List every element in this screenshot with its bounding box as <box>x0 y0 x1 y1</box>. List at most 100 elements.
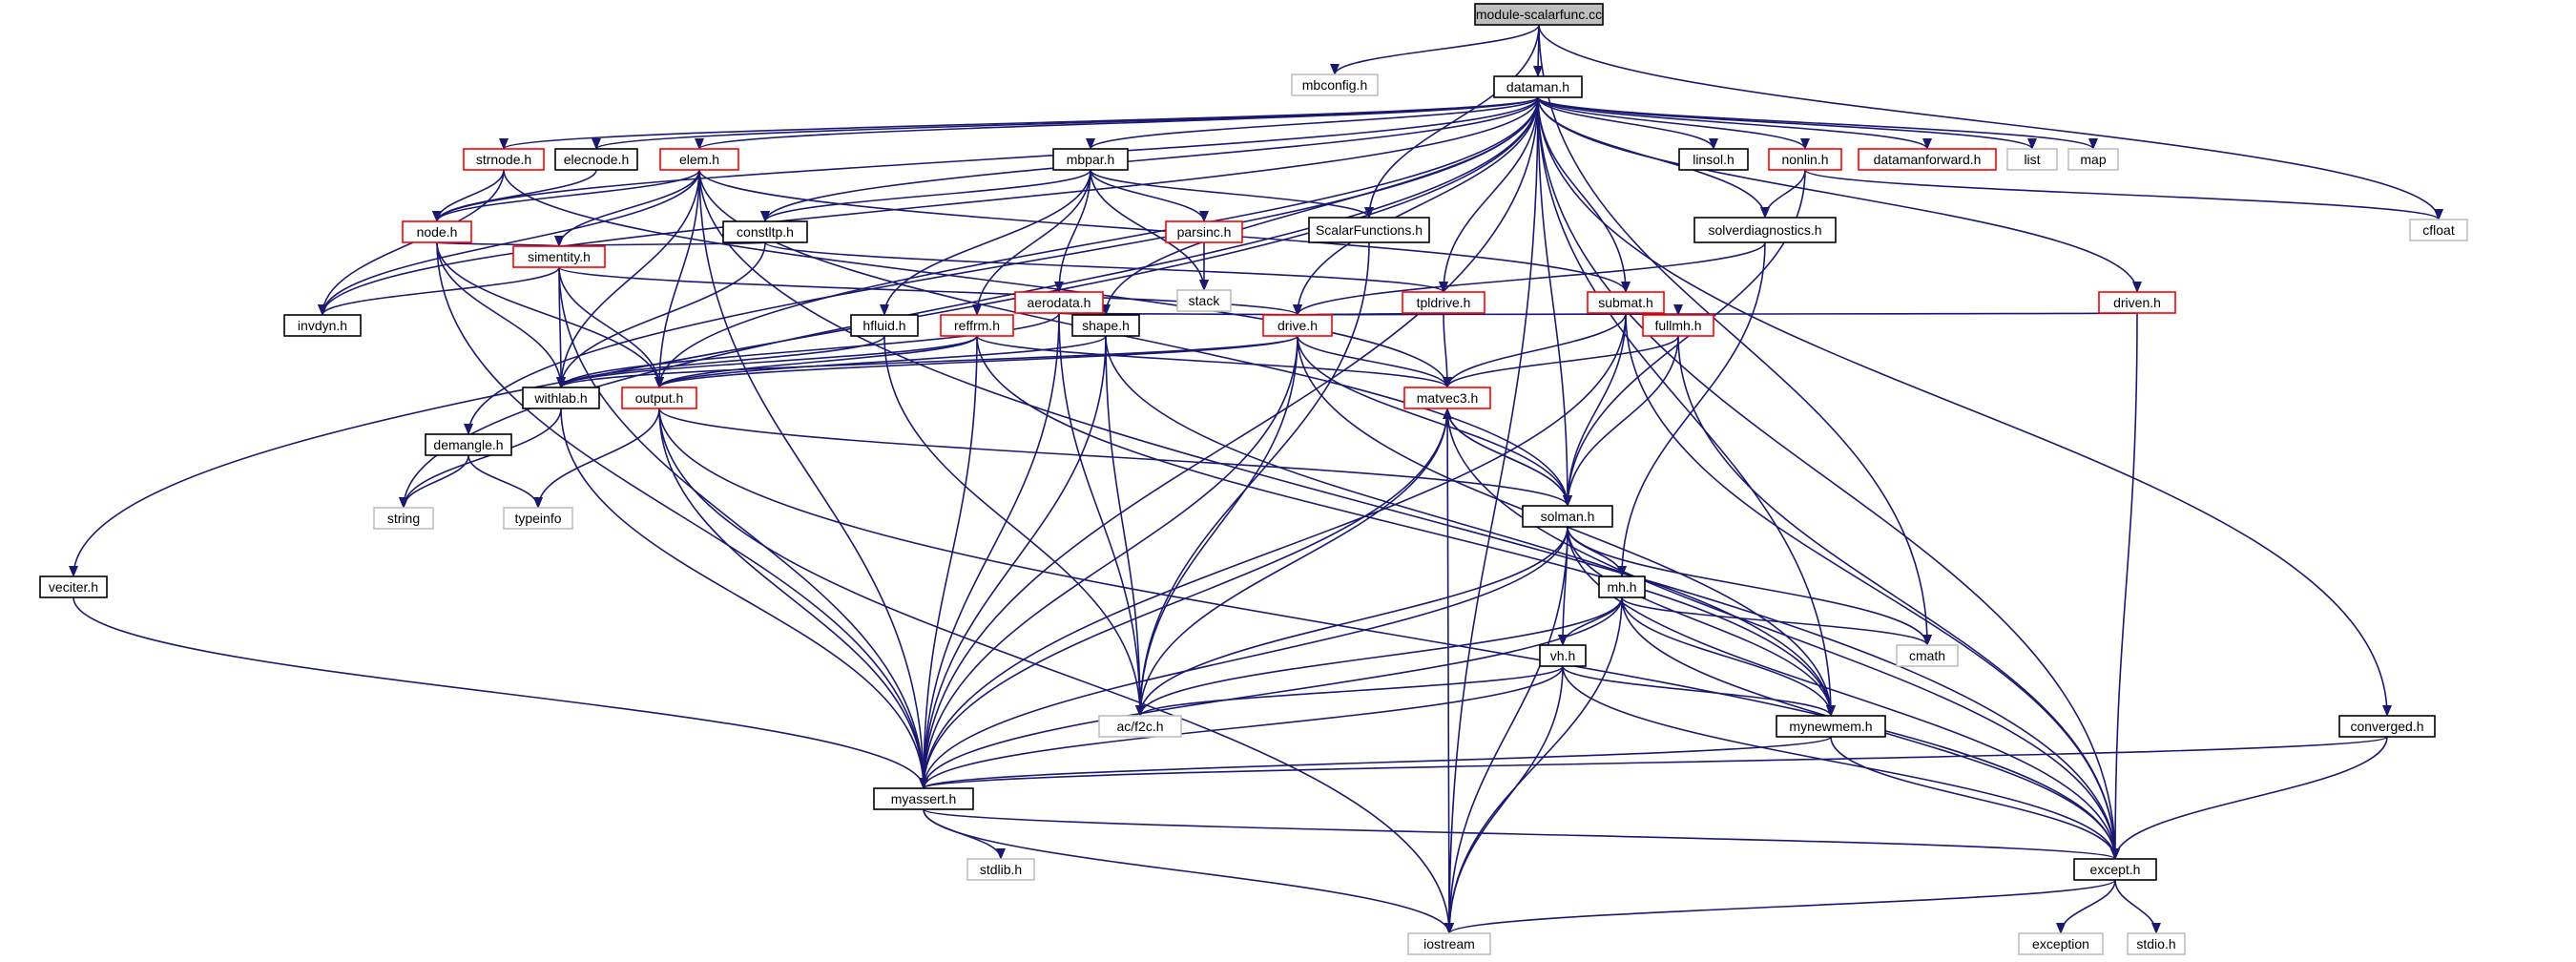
node-simentity[interactable]: simentity.h <box>512 245 606 268</box>
edge-dataman-to-veciter <box>69 96 1539 577</box>
node-label: map <box>2080 152 2106 167</box>
node-iostream: iostream <box>1407 932 1491 955</box>
node-parsinc[interactable]: parsinc.h <box>1165 220 1243 243</box>
node-elem[interactable]: elem.h <box>659 148 739 171</box>
edge-withlab-to-string <box>399 408 562 509</box>
node-list: list <box>2006 148 2058 171</box>
node-output[interactable]: output.h <box>621 387 697 409</box>
edge-shape-to-myassert <box>919 335 1107 789</box>
node-submat[interactable]: submat.h <box>1587 291 1665 314</box>
node-converged[interactable]: converged.h <box>2338 715 2436 738</box>
edge-solverdiag-to-drive <box>1293 241 1766 316</box>
node-box <box>1291 73 1379 96</box>
file-nodes: module-scalarfunc.cc mbconfig.h dataman.h s… <box>39 3 2468 955</box>
edge-dataman-to-map <box>1537 96 2098 150</box>
edge-dataman-to-converged <box>1537 96 2392 717</box>
node-shape[interactable]: shape.h <box>1071 314 1140 337</box>
node-nonlin[interactable]: nonlin.h <box>1768 148 1842 171</box>
node-box <box>1403 387 1491 409</box>
node-reffrm[interactable]: reffrm.h <box>940 314 1014 337</box>
edge-vh-to-mynewmem <box>1562 665 1836 717</box>
node-aerodata[interactable]: aerodata.h <box>1014 291 1104 314</box>
node-driven[interactable]: driven.h <box>2098 291 2176 314</box>
node-label: node.h <box>417 224 458 240</box>
node-scalarfunctions[interactable]: ScalarFunctions.h <box>1308 217 1430 243</box>
edge-strnode-to-matvec3 <box>503 169 1452 388</box>
node-label: exception <box>2032 936 2089 952</box>
node-except[interactable]: except.h <box>2073 858 2157 881</box>
node-box <box>373 507 434 530</box>
node-myassert[interactable]: myassert.h <box>873 787 974 810</box>
node-fullmh[interactable]: fullmh.h <box>1642 314 1714 337</box>
edge-elem-to-node <box>432 169 700 222</box>
edge-elem-to-output <box>654 169 700 388</box>
node-dataman[interactable]: dataman.h <box>1493 75 1583 98</box>
edge-dataman-to-list <box>1537 96 2037 150</box>
edge-dataman-to-iostream <box>1444 96 1539 934</box>
node-box <box>1098 715 1182 738</box>
node-label: veciter.h <box>49 579 98 595</box>
node-box <box>2018 932 2104 955</box>
edge-solman-to-except <box>1567 526 2120 860</box>
node-solverdiag[interactable]: solverdiagnostics.h <box>1693 217 1837 243</box>
node-box <box>940 314 1014 337</box>
node-module[interactable]: module-scalarfunc.cc <box>1474 3 1604 26</box>
node-label: except.h <box>2090 862 2141 877</box>
node-mbconfig: mbconfig.h <box>1291 73 1379 96</box>
edge-drive-to-myassert <box>919 335 1298 789</box>
node-stdio: stdio.h <box>2127 932 2186 955</box>
node-label: string <box>387 511 420 526</box>
node-box <box>39 575 108 598</box>
node-box <box>2098 291 2176 314</box>
node-tpldrive[interactable]: tpldrive.h <box>1402 291 1485 314</box>
node-node[interactable]: node.h <box>402 220 472 243</box>
edge-reffrm-to-mynewmem <box>976 335 1836 717</box>
edge-solman-to-iostream <box>1444 526 1568 934</box>
edge-drive-to-solman <box>1297 335 1572 507</box>
node-withlab[interactable]: withlab.h <box>522 387 600 409</box>
node-box <box>463 148 545 171</box>
node-mbpar[interactable]: mbpar.h <box>1052 148 1129 171</box>
node-box <box>425 433 512 456</box>
node-elecnode[interactable]: elecnode.h <box>554 148 638 171</box>
node-label: submat.h <box>1598 295 1653 310</box>
node-invdyn[interactable]: invdyn.h <box>283 314 362 337</box>
node-box <box>2338 715 2436 738</box>
node-drive[interactable]: drive.h <box>1262 314 1333 337</box>
node-box <box>522 387 600 409</box>
node-label: aerodata.h <box>1028 295 1091 310</box>
edge-elem-to-invdyn <box>318 169 700 316</box>
node-box <box>1678 148 1749 171</box>
node-box <box>1858 148 1997 171</box>
edge-elem-to-solman <box>698 169 1572 507</box>
edge-shape-to-mynewmem <box>1105 335 1836 717</box>
edge-dataman-to-except <box>1537 96 2120 860</box>
node-hfluid[interactable]: hfluid.h <box>850 314 919 337</box>
node-linsol[interactable]: linsol.h <box>1678 148 1749 171</box>
edge-myassert-to-iostream <box>923 808 1454 934</box>
node-box <box>1165 220 1243 243</box>
node-datamanforward[interactable]: datamanforward.h <box>1858 148 1997 171</box>
node-veciter[interactable]: veciter.h <box>39 575 108 598</box>
edge-solman-to-matvec3 <box>1443 408 1568 507</box>
node-mynewmem[interactable]: mynewmem.h <box>1776 715 1886 738</box>
edge-reffrm-to-output <box>654 335 978 388</box>
edge-simentity-to-drive <box>558 266 1302 316</box>
edge-output-to-typeinfo <box>533 408 660 509</box>
node-matvec3[interactable]: matvec3.h <box>1403 387 1491 409</box>
node-label: elem.h <box>679 152 719 167</box>
edge-mbpar-to-constltp <box>760 169 1091 222</box>
node-constltp[interactable]: constltp.h <box>722 220 808 243</box>
node-vh[interactable]: vh.h <box>1539 644 1587 667</box>
edge-matvec3-to-acf2c <box>1135 408 1448 717</box>
node-mh[interactable]: mh.h <box>1598 575 1646 598</box>
node-label: elecnode.h <box>564 152 630 167</box>
edge-driven-to-drive <box>1297 303 2138 316</box>
node-strnode[interactable]: strnode.h <box>463 148 545 171</box>
edge-aerodata-to-myassert <box>919 312 1060 789</box>
node-box <box>2006 148 2058 171</box>
node-cfloat: cfloat <box>2409 219 2468 241</box>
edge-converged-to-myassert <box>919 736 2388 789</box>
node-demangle[interactable]: demangle.h <box>425 433 512 456</box>
node-solman[interactable]: solman.h <box>1522 505 1613 528</box>
